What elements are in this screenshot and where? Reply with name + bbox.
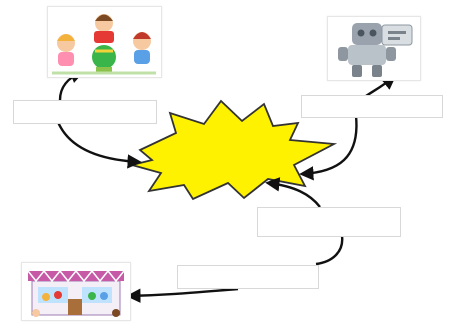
box-left[interactable] bbox=[13, 100, 157, 124]
children-playing-icon bbox=[48, 7, 161, 77]
arrow-to-shop bbox=[129, 289, 238, 296]
toy-shop-icon bbox=[22, 263, 130, 320]
box-right-top[interactable] bbox=[301, 95, 443, 118]
shop-picture bbox=[21, 262, 131, 321]
robot-toy-icon bbox=[328, 17, 420, 80]
arrow-middle-to-bottom bbox=[316, 236, 342, 264]
box-right-middle[interactable] bbox=[257, 207, 401, 237]
arrow-middle-to-burst bbox=[268, 183, 320, 207]
box-bottom[interactable] bbox=[177, 265, 319, 289]
children-picture bbox=[47, 6, 162, 78]
robot-picture bbox=[327, 16, 421, 81]
arrow-left-to-burst bbox=[58, 122, 139, 162]
